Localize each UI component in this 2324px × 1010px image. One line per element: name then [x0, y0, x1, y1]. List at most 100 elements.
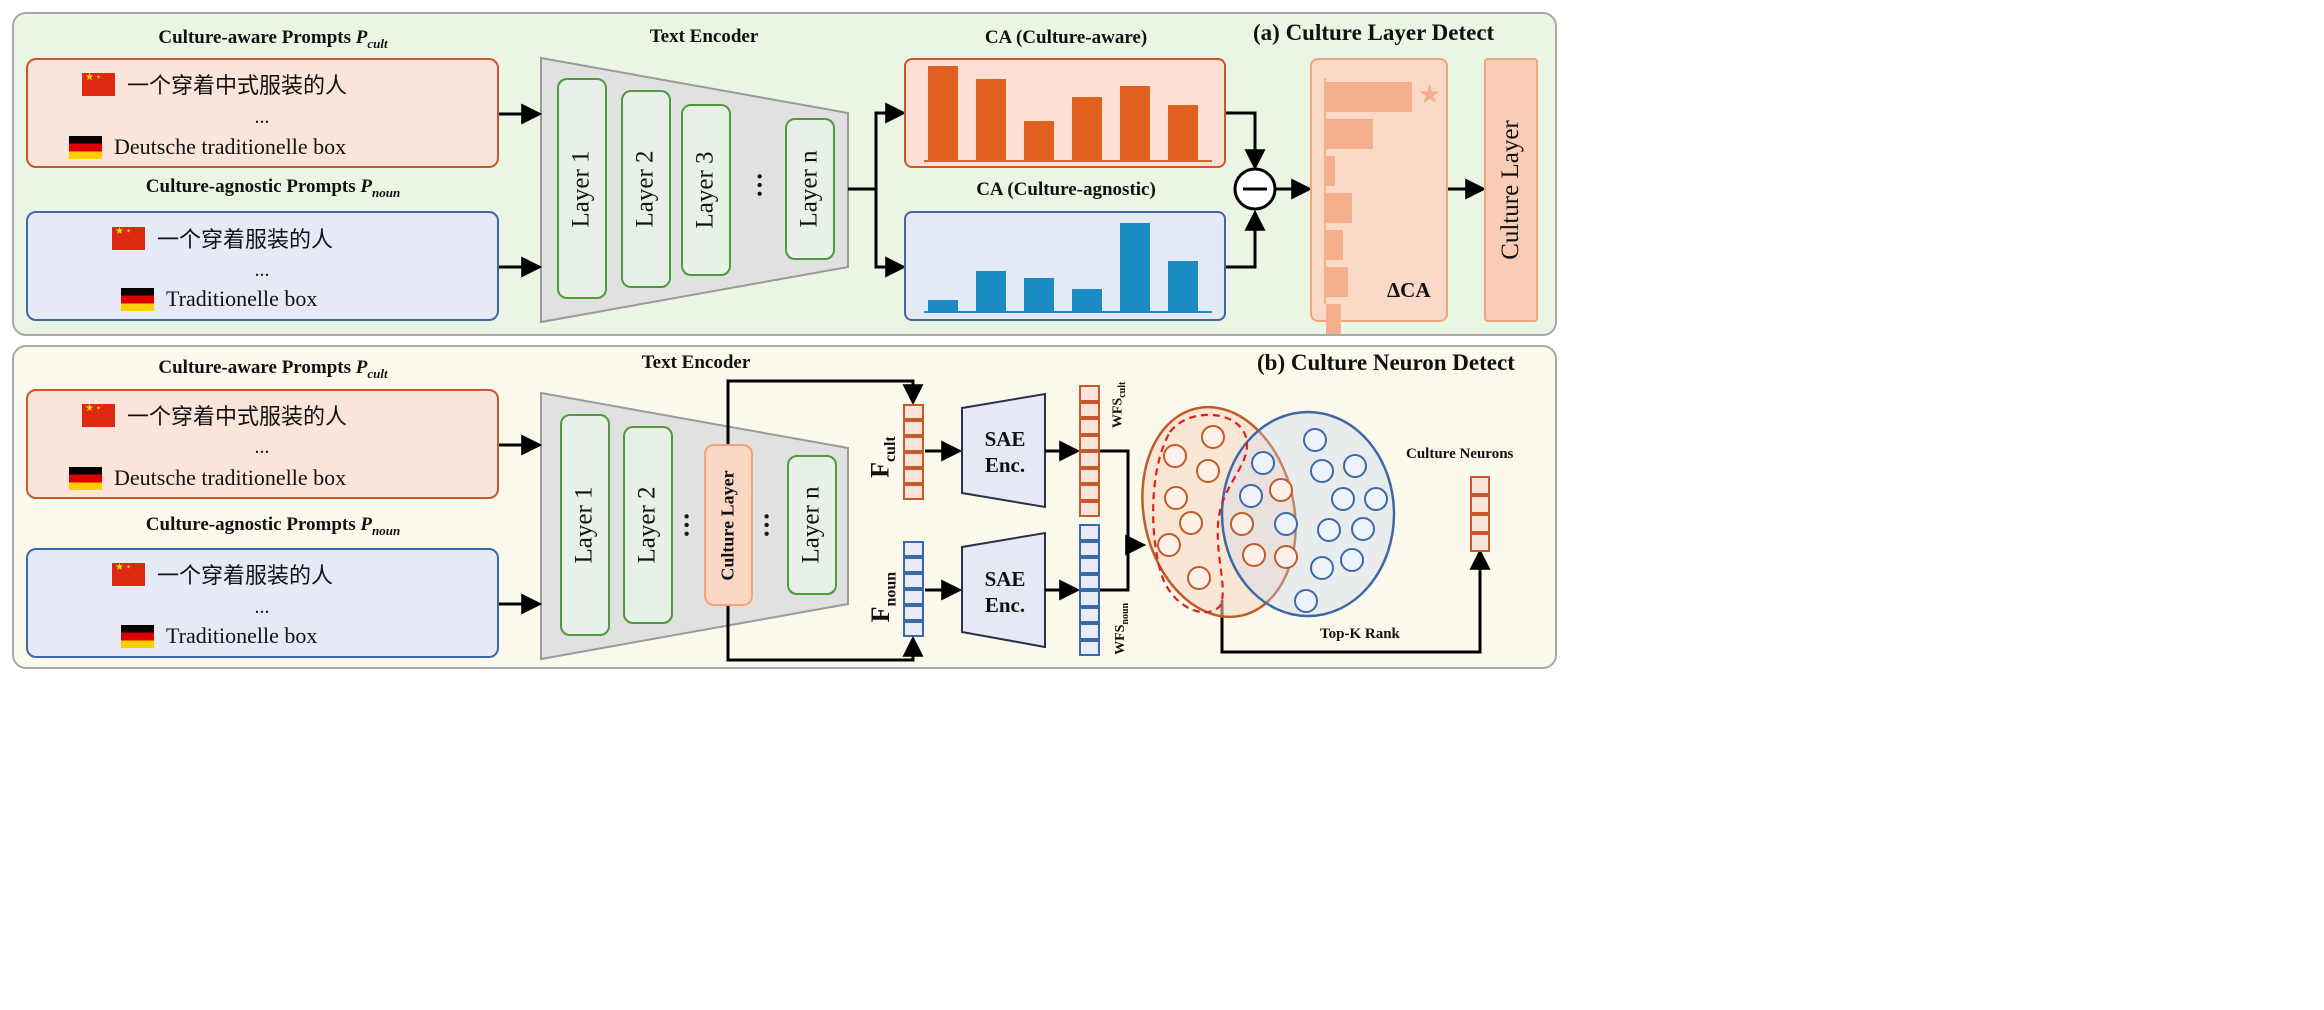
chart-baseline — [924, 160, 1212, 162]
vector-cell — [903, 436, 924, 452]
sae-line1: SAE — [984, 567, 1026, 591]
vector-cell — [1079, 573, 1100, 590]
p-symbol: P — [360, 176, 373, 197]
culture-layer-label: Culture Layer — [718, 469, 738, 581]
cult-prompt-de-row-a: Deutsche traditionelle box — [69, 134, 346, 160]
more-layers-icon: ··· — [752, 511, 782, 539]
noun-prompts-box-b — [26, 548, 499, 658]
delta-bar — [1326, 82, 1412, 112]
germany-flag-icon — [121, 624, 154, 648]
chart-bar — [928, 66, 958, 160]
delta-bar — [1326, 304, 1341, 334]
f-noun-sub: noun — [882, 571, 900, 607]
chart-bar — [1072, 289, 1102, 311]
ca-agnostic-title: CA (Culture-agnostic) — [976, 179, 1156, 200]
f-cult-sub: cult — [881, 436, 899, 463]
vector-cell — [903, 605, 924, 621]
vector-cell — [1470, 514, 1490, 533]
vector-cell — [1079, 418, 1100, 435]
ca-agnostic-chart — [904, 211, 1226, 321]
p-sub: noun — [372, 184, 401, 200]
prompt-text: Deutsche traditionelle box — [114, 465, 347, 490]
chart-bar — [1024, 278, 1054, 311]
wfs-cult-label: WFScult — [1110, 382, 1128, 428]
p-symbol: P — [355, 27, 368, 48]
f-cult-main: F — [865, 462, 895, 478]
vector-cell — [903, 452, 924, 468]
vector-cell — [1079, 606, 1100, 623]
delta-ca-label: ΔCA — [1387, 278, 1431, 302]
sae-encoder-cult: SAE Enc. — [973, 426, 1037, 478]
chart-bar — [976, 79, 1006, 160]
p-sub: cult — [367, 35, 388, 51]
germany-flag-icon — [69, 466, 102, 490]
delta-bar — [1326, 193, 1352, 223]
germany-flag-icon — [69, 135, 102, 159]
ca-agnostic-bars — [906, 213, 1224, 319]
chart-bar — [1168, 105, 1198, 160]
p-symbol: P — [360, 514, 373, 535]
layer-2-b: Layer 2 — [623, 426, 673, 624]
cult-header-text: Culture-aware Prompts — [158, 27, 356, 48]
vector-cell — [1079, 401, 1100, 418]
vector-cell — [903, 589, 924, 605]
vector-cell — [903, 621, 924, 637]
china-flag-icon — [82, 403, 115, 427]
noun-header-text: Culture-agnostic Prompts — [145, 514, 361, 535]
layer-3-a: Layer 3 — [681, 104, 731, 276]
ellipsis: ... — [254, 106, 270, 128]
china-flag-icon — [82, 72, 115, 96]
noun-prompt-de-row-a: Traditionelle box — [121, 286, 317, 312]
chart-bar — [976, 271, 1006, 311]
wfs-noun-label: WFSnoun — [1113, 603, 1131, 655]
sae-encoder-shape — [961, 531, 1046, 649]
delta-bar — [1326, 267, 1348, 297]
f-cult-label: Fcult — [866, 436, 900, 478]
noun-prompt-zh-row-a: 一个穿着服装的人 — [112, 222, 333, 254]
panel-b-connectors — [499, 379, 1491, 662]
star-icon: ★ — [1418, 80, 1442, 109]
prompt-text: 一个穿着服装的人 — [157, 563, 334, 588]
vector-cell — [903, 468, 924, 484]
vector-cell — [1470, 495, 1490, 514]
noun-prompts-box-a — [26, 211, 499, 321]
panel-b-title: (b) Culture Neuron Detect — [1257, 350, 1515, 375]
f-noun-label: Fnoun — [866, 572, 900, 623]
delta-bar — [1326, 119, 1373, 149]
sae-encoder-shape — [961, 392, 1046, 509]
p-symbol: P — [355, 357, 368, 378]
culture-neuron-selection-boundary — [1152, 413, 1249, 614]
vector-cell — [1079, 467, 1100, 484]
layer-n-a: Layer n — [785, 118, 835, 260]
top-k-rank-label: Top-K Rank — [1320, 626, 1400, 642]
chart-bar — [1168, 261, 1198, 311]
vector-cell — [903, 573, 924, 589]
culture-neurons-label: Culture Neurons — [1406, 446, 1514, 462]
germany-flag-icon — [121, 287, 154, 311]
text-encoder-trapezoid — [540, 391, 849, 661]
prompt-text: 一个穿着服装的人 — [157, 227, 334, 252]
noun-prompts-header-a: Culture-agnostic Prompts Pnoun — [146, 176, 400, 201]
vector-cell — [1079, 484, 1100, 501]
panel-a-title: (a) Culture Layer Detect — [1253, 20, 1495, 45]
delta-ca-chart: ★ ΔCA — [1310, 58, 1448, 334]
vector-cell — [1079, 500, 1100, 517]
wfs-noun-sub: noun — [1119, 602, 1131, 625]
ellipsis: ... — [254, 436, 270, 458]
ca-aware-title: CA (Culture-aware) — [984, 27, 1148, 48]
delta-bar — [1326, 156, 1335, 186]
ellipsis: ... — [254, 259, 270, 281]
ca-aware-bars — [906, 60, 1224, 166]
layer-label: Layer 2 — [634, 486, 662, 564]
sae-line2: Enc. — [984, 453, 1026, 477]
vector-cell — [1079, 540, 1100, 557]
vector-cell — [1470, 533, 1490, 552]
chart-bar — [1120, 223, 1150, 311]
layer-1-a: Layer 1 — [557, 78, 607, 299]
f-noun-main: F — [866, 606, 896, 623]
delta-axis — [1324, 78, 1326, 304]
vector-cell — [1079, 590, 1100, 607]
wfs-cult-sub: cult — [1117, 381, 1129, 398]
delta-ca-bars — [1312, 60, 1446, 334]
noun-prompts-header-b: Culture-agnostic Prompts Pnoun — [146, 514, 400, 539]
